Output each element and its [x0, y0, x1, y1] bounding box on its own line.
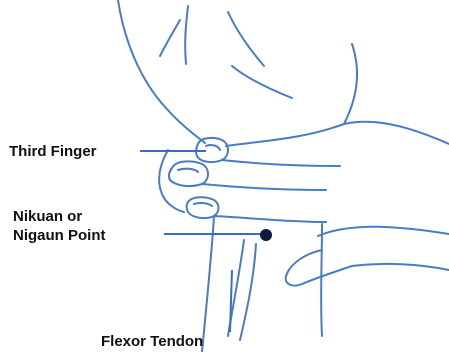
hand-outline-left — [118, 0, 205, 143]
middle-finger-nail — [178, 169, 198, 172]
lower-thumb — [318, 227, 449, 236]
hand-crease-4 — [232, 66, 292, 98]
third-finger-body — [222, 160, 340, 166]
third-finger-label: Third Finger — [9, 142, 97, 161]
forearm-left-outline — [202, 216, 214, 352]
hand-crease-2 — [185, 6, 188, 64]
tendon-leader — [230, 270, 232, 332]
index-finger-nail — [194, 203, 212, 206]
palm-edge — [226, 124, 344, 146]
lower-thumb-base — [352, 264, 449, 270]
nikuan-point-label: Nikuan or Nigaun Point — [13, 207, 106, 245]
forearm-right-outline — [321, 224, 322, 336]
hand-outline-right — [344, 44, 357, 124]
hand-crease-1 — [160, 20, 180, 56]
nikuan-point-label-line1: Nikuan or — [13, 207, 106, 226]
flexor-tendon-label: Flexor Tendon — [101, 332, 203, 351]
hand-crease-3 — [228, 12, 264, 66]
lower-thumb-tip — [286, 250, 352, 286]
thumb-outline — [344, 122, 449, 144]
nikuan-point-marker — [260, 229, 272, 241]
nikuan-point-label-line2: Nigaun Point — [13, 226, 106, 245]
index-finger-body — [214, 216, 326, 222]
middle-finger-body — [202, 184, 326, 190]
middle-finger-tip — [169, 161, 208, 186]
third-finger-nail — [206, 145, 220, 150]
index-finger-tip — [187, 197, 219, 218]
flexor-tendon-line-2 — [240, 244, 256, 340]
